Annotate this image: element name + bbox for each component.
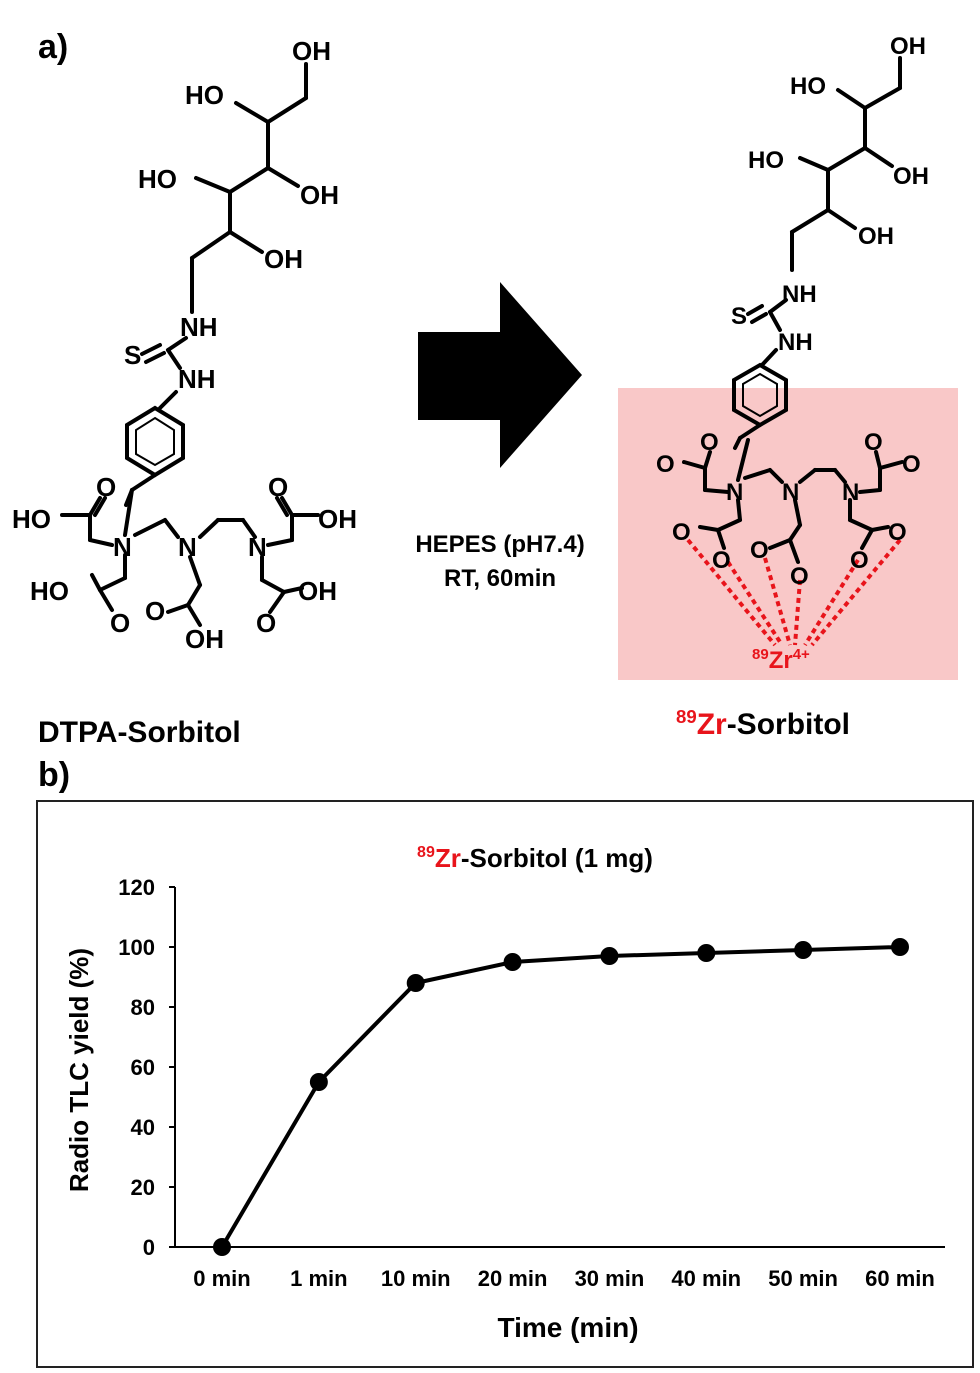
- x-tick-label: 20 min: [478, 1266, 548, 1291]
- zr-sorbitol-labels: OH HO HO OH OH NH S NH N N N O O O O O O…: [656, 33, 929, 590]
- data-point: [697, 944, 716, 962]
- atom-label: O: [888, 519, 907, 546]
- left-compound-name: DTPA-Sorbitol: [38, 716, 241, 749]
- chart-axes: 0 20 40 60 80 100 120 0 min 1 min 10 min 20 min 30 …: [118, 875, 945, 1291]
- atom-label: OH: [298, 576, 337, 606]
- atom-label: O: [110, 608, 130, 638]
- atom-label: HO: [748, 147, 784, 174]
- series-line: [220, 945, 901, 1249]
- atom-label: O: [656, 451, 675, 478]
- atom-label: O: [790, 563, 809, 590]
- atom-label: O: [712, 547, 731, 574]
- panel-b-label: b): [38, 756, 71, 794]
- atom-label: O: [864, 429, 883, 456]
- atom-label: S: [124, 340, 141, 370]
- x-tick-label: 50 min: [768, 1266, 838, 1291]
- atom-label: OH: [318, 504, 357, 534]
- atom-label: OH: [264, 244, 303, 274]
- right-compound-name: 89Zr-Sorbitol: [676, 706, 850, 741]
- conditions-line-2: RT, 60min: [443, 565, 557, 592]
- data-point: [503, 953, 522, 971]
- atom-label: O: [672, 519, 691, 546]
- atom-label: O: [256, 608, 276, 638]
- atom-label: S: [731, 303, 747, 330]
- y-tick-label: 60: [131, 1055, 155, 1080]
- atom-label: N: [113, 532, 132, 562]
- atom-label: OH: [858, 223, 894, 250]
- dtpa-sorbitol-labels: OH HO HO OH OH NH S NH N N N HO O HO O O…: [12, 36, 357, 654]
- atom-label: O: [850, 547, 869, 574]
- x-tick-label: 10 min: [381, 1266, 451, 1291]
- x-tick-label: 40 min: [671, 1266, 741, 1291]
- atom-label: O: [902, 451, 921, 478]
- atom-label: HO: [185, 80, 224, 110]
- y-tick-label: 120: [118, 875, 155, 900]
- atom-label: NH: [778, 329, 813, 356]
- atom-label: NH: [782, 281, 817, 308]
- reaction-arrow: [418, 282, 582, 468]
- coordination-bonds: [686, 538, 902, 647]
- x-tick-label: 60 min: [865, 1266, 935, 1291]
- atom-label: HO: [30, 576, 69, 606]
- chart-marks: [213, 938, 909, 1256]
- data-point: [891, 938, 909, 956]
- atom-label: N: [726, 479, 743, 506]
- chart-frame: [36, 800, 974, 1368]
- atom-label: O: [145, 596, 165, 626]
- data-point: [794, 941, 813, 959]
- panel-a-label: a): [38, 28, 69, 66]
- atom-label: N: [248, 532, 267, 562]
- atom-label: HO: [12, 504, 51, 534]
- atom-label: OH: [185, 624, 224, 654]
- atom-label: HO: [790, 73, 826, 100]
- atom-label: OH: [890, 33, 926, 60]
- y-tick-label: 20: [131, 1175, 155, 1200]
- atom-label: HO: [138, 164, 177, 194]
- reaction-scheme: OH HO HO OH OH NH S NH N N N HO O HO O O…: [12, 33, 958, 680]
- y-tick-label: 0: [143, 1235, 155, 1260]
- y-tick-label: 80: [131, 995, 155, 1020]
- atom-label: O: [268, 472, 288, 502]
- data-point: [213, 1238, 231, 1256]
- y-tick-label: 100: [118, 935, 155, 960]
- zr-sorbitol-structure: [682, 56, 904, 564]
- data-point: [309, 1073, 328, 1091]
- conditions-line-1: HEPES (pH7.4): [415, 531, 585, 558]
- data-point: [406, 974, 425, 992]
- reaction-conditions: HEPES (pH7.4) RT, 60min: [370, 528, 630, 596]
- x-tick-label: 0 min: [193, 1266, 250, 1291]
- zr-ion-label: 89Zr4+: [752, 646, 810, 674]
- yield-chart: 89Zr-Sorbitol (1 mg) 0 20 40 60 80 100 120 0 mi…: [64, 843, 945, 1343]
- atom-label: NH: [180, 312, 218, 342]
- x-tick-label: 30 min: [575, 1266, 645, 1291]
- atom-label: OH: [893, 163, 929, 190]
- atom-label: O: [96, 472, 116, 502]
- dtpa-sorbitol-structure: [60, 62, 320, 627]
- chart-title: 89Zr-Sorbitol (1 mg): [417, 843, 653, 873]
- atom-label: N: [782, 479, 799, 506]
- atom-label: OH: [300, 180, 339, 210]
- atom-label: N: [178, 532, 197, 562]
- atom-label: OH: [292, 36, 331, 66]
- atom-label: NH: [178, 364, 216, 394]
- atom-label: O: [700, 429, 719, 456]
- y-tick-label: 40: [131, 1115, 155, 1140]
- x-tick-label: 1 min: [290, 1266, 347, 1291]
- atom-label: O: [750, 537, 769, 564]
- y-axis-title: Radio TLC yield (%): [64, 948, 94, 1192]
- data-point: [600, 947, 619, 965]
- x-axis-title: Time (min): [497, 1312, 638, 1343]
- atom-label: N: [842, 479, 859, 506]
